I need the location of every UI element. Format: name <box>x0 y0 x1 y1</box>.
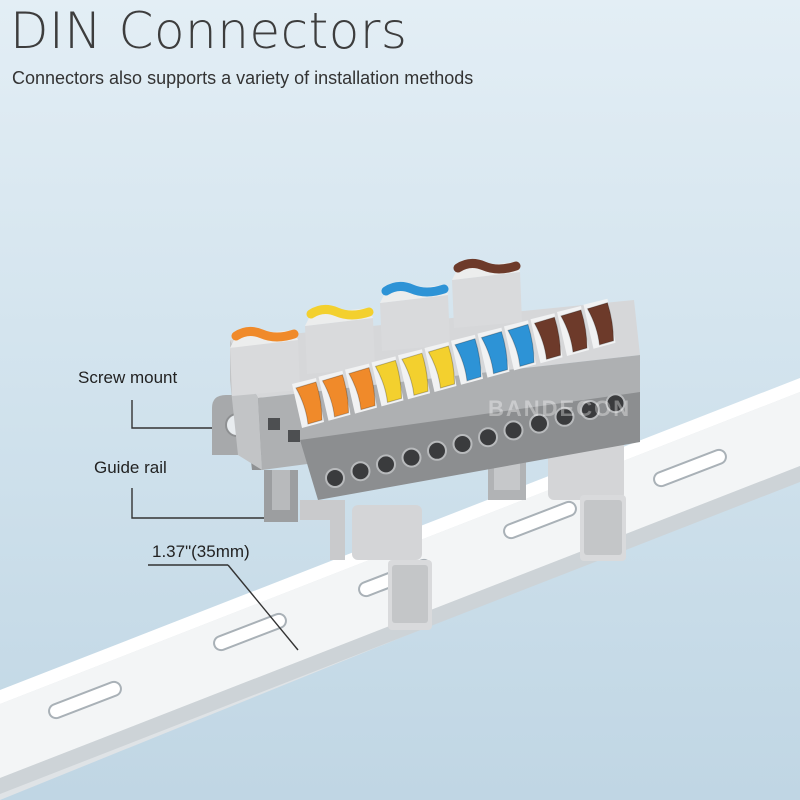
wire-hole <box>529 413 549 434</box>
lever-brown[interactable] <box>583 298 616 349</box>
page-title: DIN Connectors <box>10 2 408 60</box>
screw-mount-leader <box>131 400 240 429</box>
lever-brown[interactable] <box>530 313 563 364</box>
mounting-feet <box>264 438 626 630</box>
foot-right-front <box>548 438 626 561</box>
rail-slot <box>653 448 727 488</box>
page-subtitle: Connectors also supports a variety of in… <box>12 68 474 88</box>
wire-holes <box>325 393 626 488</box>
side-window-2 <box>288 430 300 442</box>
foot-left-front <box>300 500 432 630</box>
lever-yellow[interactable] <box>398 349 430 400</box>
lever-orange[interactable] <box>318 370 351 421</box>
callout-guide-rail: Guide rail <box>94 458 167 477</box>
input-connector-orange <box>230 326 300 396</box>
watermark-text: BANDECON <box>488 396 632 421</box>
wire-hole <box>427 440 447 461</box>
rail-slot <box>503 500 577 540</box>
lever-blue[interactable] <box>504 320 536 371</box>
callout-screw-mount: Screw mount <box>78 368 178 387</box>
input-connector-yellow <box>305 304 375 374</box>
wire-hole <box>376 454 396 475</box>
wire-hole <box>503 420 524 441</box>
lever-orange[interactable] <box>292 378 324 428</box>
rail-slot <box>48 680 122 720</box>
wire-hole <box>580 400 600 420</box>
foot-left-rear <box>264 470 298 522</box>
lever-brown[interactable] <box>557 306 589 356</box>
lever-yellow[interactable] <box>424 342 457 392</box>
callout-rail-width: 1.37"(35mm) <box>152 542 250 561</box>
wire-hole <box>350 461 371 482</box>
callout-lines <box>131 400 299 651</box>
input-connector-blue <box>380 281 450 351</box>
rail-width-dimension <box>227 564 299 651</box>
output-levers <box>292 298 616 428</box>
guide-rail-leader <box>131 488 270 519</box>
rail-slot <box>213 612 287 652</box>
wire-hole <box>605 393 626 414</box>
wire-hole <box>478 427 498 448</box>
lever-yellow[interactable] <box>371 356 404 407</box>
lever-orange[interactable] <box>345 363 377 414</box>
input-connector-brown <box>452 258 522 328</box>
input-connectors <box>230 258 522 396</box>
lever-blue[interactable] <box>451 334 483 385</box>
wire-hole <box>401 447 422 468</box>
wire-hole <box>325 468 345 488</box>
wire-hole <box>554 406 575 427</box>
wire-hole <box>452 434 473 454</box>
side-window-1 <box>268 418 280 430</box>
lever-blue[interactable] <box>477 327 510 378</box>
